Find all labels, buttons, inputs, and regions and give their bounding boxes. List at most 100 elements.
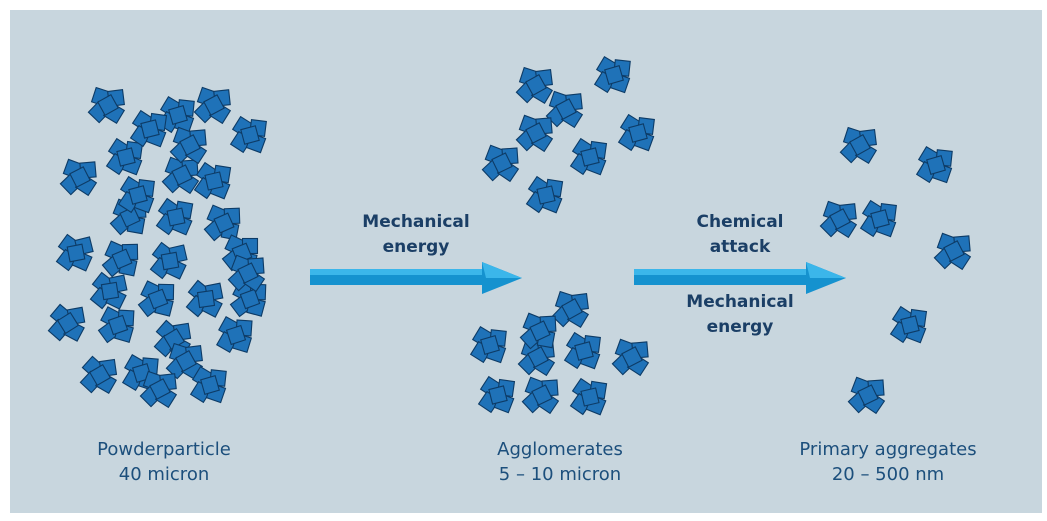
square-crystal-icon: [128, 185, 148, 205]
arrow1-label-line2: energy: [382, 237, 450, 257]
particle-cluster: [47, 303, 86, 342]
square-crystal-icon: [179, 134, 201, 156]
square-crystal-icon: [574, 341, 594, 361]
square-crystal-icon: [168, 105, 188, 125]
particle-cluster: [59, 158, 98, 197]
square-crystal-icon: [480, 335, 500, 355]
square-crystal-icon: [900, 315, 920, 335]
particle-cluster: [519, 312, 557, 350]
particle-cluster: [525, 175, 564, 214]
particle-cluster: [551, 290, 590, 329]
square-crystal-icon: [149, 378, 171, 400]
particle-cluster: [169, 126, 208, 165]
square-crystal-icon: [525, 122, 547, 144]
square-crystal-icon: [116, 147, 136, 167]
particle-cluster: [569, 137, 608, 176]
square-crystal-icon: [196, 289, 216, 309]
diagram-canvas: Mechanical energy Chemical attack Mechan…: [10, 10, 1042, 513]
particle-cluster: [617, 113, 655, 152]
particle-cluster: [469, 325, 507, 364]
particle-cluster: [515, 66, 554, 105]
caption-agglomerates-size: 5 – 10 micron: [498, 464, 622, 485]
square-crystal-icon: [213, 212, 235, 234]
arrow-chemical-mechanical: [634, 262, 846, 294]
particle-cluster: [227, 254, 266, 293]
particle-cluster: [229, 115, 267, 154]
square-crystal-icon: [621, 346, 643, 368]
square-crystal-icon: [204, 171, 224, 191]
square-crystal-icon: [97, 94, 119, 116]
particle-cluster: [859, 199, 897, 238]
arrow-mechanical-energy: [310, 262, 522, 294]
square-crystal-icon: [529, 320, 551, 342]
arrow2-label-top-line1: Chemical: [696, 212, 784, 232]
caption-powderparticle-size: 40 micron: [118, 464, 210, 485]
caption-primary-aggregates: Primary aggregates 20 – 500 nm: [768, 437, 1008, 487]
square-crystal-icon: [175, 350, 197, 372]
caption-agglomerates-name: Agglomerates: [497, 439, 623, 460]
particle-cluster: [79, 355, 118, 394]
particle-cluster: [129, 109, 168, 148]
particle-cluster: [569, 377, 608, 416]
square-crystal-icon: [926, 155, 946, 175]
particle-layer: [47, 55, 972, 416]
caption-primary-aggregates-name: Primary aggregates: [799, 439, 977, 460]
particle-cluster: [89, 271, 128, 310]
particle-cluster: [915, 145, 953, 184]
square-crystal-icon: [580, 147, 600, 167]
square-crystal-icon: [488, 385, 508, 405]
square-crystal-icon: [943, 240, 965, 262]
particle-cluster: [161, 156, 200, 195]
arrow2-label-bottom-line2: energy: [706, 317, 774, 337]
particle-cluster: [137, 280, 175, 318]
particle-cluster: [839, 126, 878, 165]
square-crystal-icon: [561, 298, 583, 320]
square-crystal-icon: [240, 125, 260, 145]
particle-cluster: [819, 200, 858, 239]
particle-cluster: [55, 233, 94, 272]
particle-cluster: [521, 376, 560, 415]
square-crystal-icon: [160, 251, 180, 271]
particle-cluster: [481, 144, 520, 183]
square-crystal-icon: [536, 185, 556, 205]
particle-cluster: [193, 86, 232, 125]
square-crystal-icon: [237, 262, 259, 284]
caption-powderparticle: Powderparticle 40 micron: [44, 437, 284, 487]
particle-cluster: [847, 376, 886, 415]
square-crystal-icon: [56, 311, 80, 335]
caption-powderparticle-name: Powderparticle: [97, 439, 231, 460]
square-crystal-icon: [89, 364, 111, 386]
particle-cluster: [563, 331, 601, 370]
square-crystal-icon: [491, 152, 513, 174]
particle-cluster: [189, 365, 227, 404]
particle-cluster: [216, 316, 253, 354]
square-crystal-icon: [203, 94, 225, 116]
particle-cluster: [155, 197, 194, 236]
square-crystal-icon: [69, 166, 91, 188]
square-crystal-icon: [147, 288, 169, 310]
square-crystal-icon: [111, 248, 133, 270]
particle-cluster: [149, 241, 188, 280]
square-crystal-icon: [527, 346, 549, 368]
arrow2-label-bottom: Mechanical energy: [640, 290, 840, 340]
particle-cluster: [139, 370, 178, 409]
particle-cluster: [185, 279, 224, 318]
particle-cluster: [165, 342, 204, 381]
square-crystal-icon: [829, 208, 851, 230]
square-crystal-icon: [604, 65, 624, 85]
arrow1-label-line1: Mechanical: [362, 212, 470, 232]
square-crystal-icon: [140, 119, 160, 139]
square-crystal-icon: [66, 243, 86, 263]
particle-cluster: [203, 204, 241, 242]
square-crystal-icon: [225, 324, 247, 346]
particle-cluster: [193, 161, 232, 200]
particle-cluster: [117, 175, 155, 214]
square-crystal-icon: [119, 206, 141, 228]
square-crystal-icon: [857, 384, 879, 406]
particle-cluster: [101, 240, 139, 278]
arrow2-label-top-line2: attack: [709, 237, 771, 257]
square-crystal-icon: [870, 209, 890, 229]
particle-cluster: [97, 306, 135, 344]
square-crystal-icon: [849, 134, 871, 156]
square-crystal-icon: [525, 74, 547, 96]
